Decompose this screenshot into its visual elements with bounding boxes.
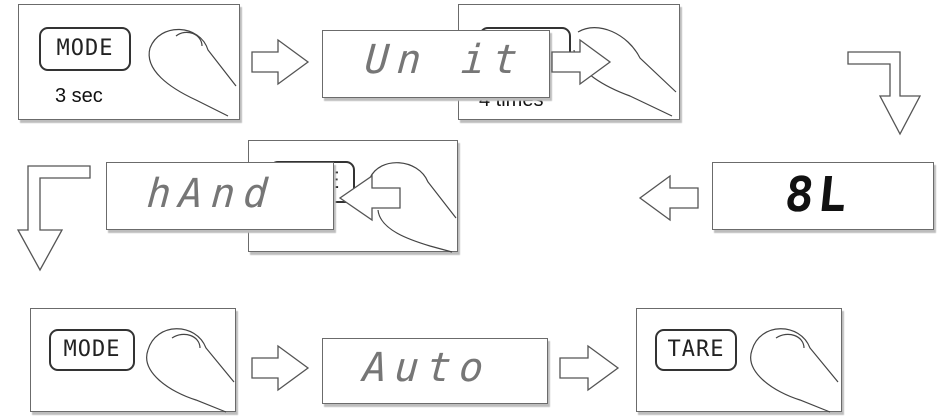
mode-key-row3: MODE — [49, 329, 135, 371]
turn-down-arrow-icon — [16, 165, 91, 272]
finger-press-icon — [146, 328, 235, 413]
mode-key: MODE — [39, 27, 131, 71]
tare-key: TARE — [655, 329, 737, 371]
left-arrow-icon — [338, 174, 401, 222]
hold-duration-caption: 3 sec — [55, 85, 103, 107]
lcd-hand-display: hAnd — [106, 162, 334, 230]
lcd-unit-display: Un it — [322, 30, 550, 98]
right-arrow-icon — [251, 38, 310, 86]
step-mode-3sec-panel: MODE 3 sec — [18, 4, 240, 120]
turn-down-arrow-icon — [847, 51, 922, 136]
right-arrow-icon — [251, 344, 310, 392]
left-arrow-icon — [638, 174, 699, 222]
finger-press-icon — [369, 162, 457, 253]
right-arrow-icon — [551, 38, 612, 86]
finger-press-icon — [750, 328, 839, 413]
finger-press-icon — [148, 28, 237, 117]
step-mode-row3-panel: MODE — [30, 308, 236, 412]
right-arrow-icon — [559, 344, 620, 392]
lcd-auto-display: Auto — [322, 338, 548, 404]
lcd-bl-display: 8L — [712, 162, 934, 230]
step-tare-panel: TARE — [636, 308, 842, 412]
